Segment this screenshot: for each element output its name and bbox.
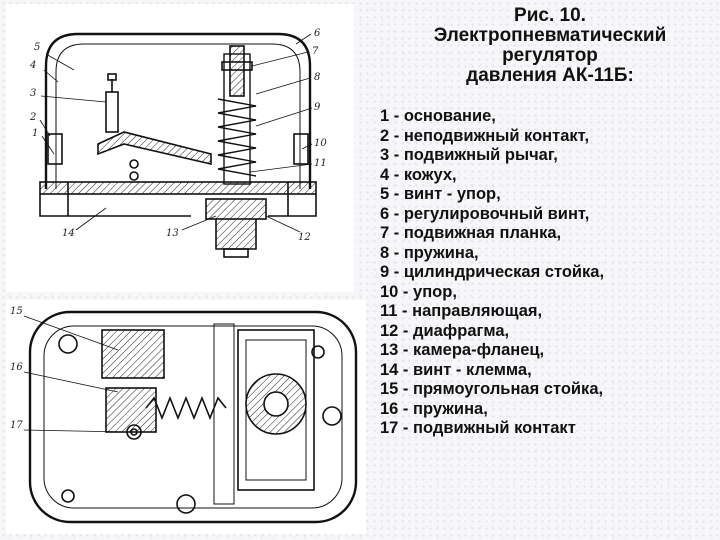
figure-title: Рис. 10. Электропневматический регулятор… (382, 6, 718, 86)
top-view-svg: 15 16 17 (10, 306, 358, 524)
legend-item: 12 - диафрагма, (380, 321, 510, 340)
rectangular-post (101, 329, 165, 379)
callout-17: 17 (10, 420, 23, 431)
legend-item: 14 - винт - клемма, (380, 360, 532, 379)
movable-contact (126, 424, 142, 440)
title-line-2: Электропневматический (433, 25, 667, 46)
legend-item: 1 - основание, (380, 107, 496, 125)
title-line-1: Рис. 10. (514, 5, 586, 26)
spring-16 (145, 395, 227, 421)
parts-legend: 1 - основание, 2 - неподвижный контакт, … (380, 107, 716, 439)
legend-item: 11 - направляющая, (380, 302, 543, 320)
callout-2: 2 (29, 112, 36, 123)
cover-inner-shape (55, 43, 301, 189)
stop-screw (105, 91, 119, 133)
title-line-4: давления АК-11Б: (466, 65, 634, 86)
legend-item: 7 - подвижная планка, (380, 224, 562, 242)
callout-15: 15 (10, 306, 23, 317)
legend-item: 8 - пружина, (380, 243, 479, 262)
callout-13: 13 (166, 228, 179, 239)
callout-11: 11 (314, 158, 327, 169)
callout-9: 9 (314, 102, 321, 113)
cover-shape (44, 32, 312, 189)
legend-item: 10 - упор, (380, 282, 457, 301)
side-section-drawing: 5 4 3 2 1 6 7 8 9 10 11 12 13 14 (6, 4, 354, 292)
movable-lever (97, 131, 212, 166)
fitting (215, 219, 257, 250)
callout-1: 1 (32, 128, 38, 139)
callout-4: 4 (29, 60, 36, 71)
legend-item: 16 - пружина, (380, 399, 488, 418)
legend-item: 17 - подвижный контакт (380, 419, 576, 437)
callout-7: 7 (312, 46, 319, 57)
side-section-svg: 5 4 3 2 1 6 7 8 9 10 11 12 13 14 (29, 28, 327, 258)
adjusting-screw (229, 45, 245, 97)
legend-item: 2 - неподвижный контакт, (380, 126, 590, 145)
base-lower (39, 194, 317, 217)
housing-outline (28, 310, 358, 524)
callout-14: 14 (62, 228, 75, 239)
base-plate (39, 181, 317, 195)
callout-12: 12 (298, 232, 311, 243)
callout-10: 10 (314, 138, 327, 149)
contact-block (237, 329, 315, 491)
callout-3: 3 (30, 88, 36, 99)
legend-item: 3 - подвижный рычаг, (380, 146, 558, 164)
legend-item: 15 - прямоугольная стойка, (380, 380, 604, 398)
callout-6: 6 (314, 28, 321, 39)
callout-5: 5 (34, 42, 40, 53)
legend-item: 13 - камера-фланец, (380, 341, 545, 359)
spring-8 (217, 98, 257, 177)
legend-item: 4 - кожух, (380, 165, 457, 184)
legend-item: 5 - винт - упор, (380, 185, 501, 203)
legend-item: 6 - регулировочный винт, (380, 204, 590, 223)
legend-item: 9 - цилиндрическая стойка, (380, 263, 605, 281)
title-line-3: регулятор (502, 45, 598, 66)
callout-16: 16 (10, 362, 23, 373)
mount-hole (58, 334, 78, 354)
top-view-drawing: 15 16 17 (6, 300, 366, 534)
callout-8: 8 (314, 72, 320, 83)
